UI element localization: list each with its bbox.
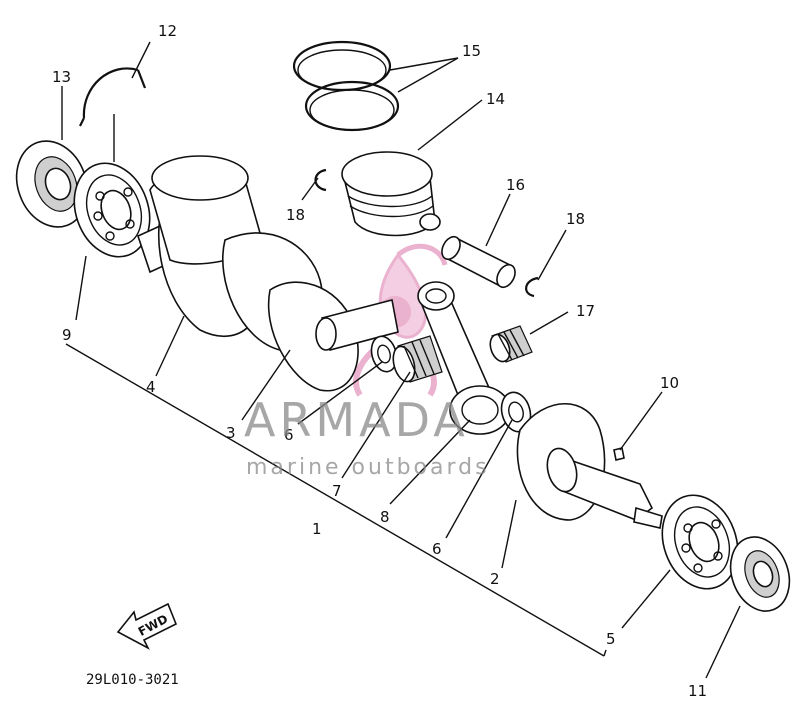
piston-pin: [441, 235, 516, 289]
part-number-labels: 12 13 15 14 18 16 18 9 17 4 10 3 6 7 1 8…: [52, 22, 707, 700]
part-number-1: 1: [312, 520, 322, 538]
part-number-9: 9: [62, 326, 72, 344]
part-number-18-right: 18: [566, 210, 585, 228]
ball-bearing-right: [661, 494, 739, 590]
part-number-4: 4: [146, 378, 156, 396]
part-number-17: 17: [576, 302, 595, 320]
crankshaft-right-half: [516, 402, 663, 529]
part-number-2: 2: [490, 570, 500, 588]
piston-rings: [292, 40, 400, 132]
part-number-5: 5: [606, 630, 616, 648]
watermark-brand: ARMADA: [244, 393, 469, 447]
clip-right: [525, 276, 539, 298]
oil-seal-left: [15, 140, 89, 228]
part-number-6-right: 6: [432, 540, 442, 558]
part-number-10: 10: [660, 374, 679, 392]
clip-left: [314, 168, 327, 192]
part-number-6-left: 6: [284, 426, 294, 444]
part-number-16: 16: [506, 176, 525, 194]
oil-seal-right: [729, 536, 791, 612]
circlip-12: [79, 67, 147, 127]
part-number-11: 11: [688, 682, 707, 700]
drawing-code: 29L010-3021: [86, 672, 179, 688]
part-number-13: 13: [52, 68, 71, 86]
fwd-arrow-icon: FWD: [116, 602, 178, 650]
piston: [341, 151, 441, 237]
ball-bearing-left: [73, 162, 151, 258]
part-number-7: 7: [332, 482, 342, 500]
part-number-3: 3: [226, 424, 236, 442]
crankshaft-left-half: [137, 155, 399, 392]
part-number-14: 14: [486, 90, 505, 108]
thrust-washer-left: [370, 335, 398, 373]
needle-bearing-small: [489, 325, 533, 363]
part-number-18-left: 18: [286, 206, 305, 224]
watermark-tagline: marine outboards: [246, 455, 490, 480]
part-number-8: 8: [380, 508, 390, 526]
part-number-12: 12: [158, 22, 177, 40]
leader-lines: [61, 41, 741, 679]
part-number-15: 15: [462, 42, 481, 60]
connecting-rod: [417, 281, 511, 435]
